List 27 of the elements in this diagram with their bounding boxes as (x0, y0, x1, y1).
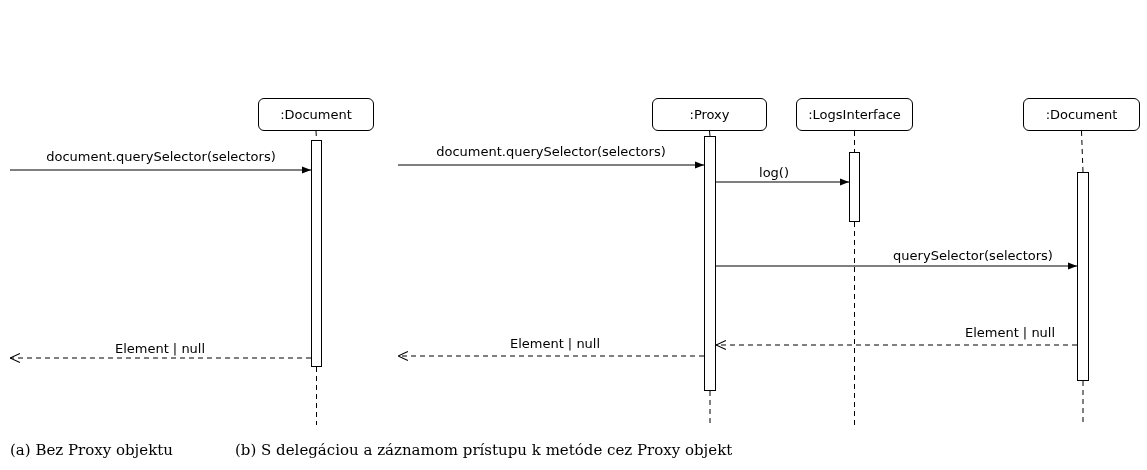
message-arrow (9, 166, 312, 174)
lifeline-header: :Document (258, 98, 374, 131)
message-arrow (715, 262, 1078, 270)
lifeline-header: :Proxy (652, 98, 767, 131)
lifeline (709, 130, 711, 137)
activation-bar (1077, 172, 1089, 381)
lifeline (854, 130, 855, 153)
message-label: querySelector(selectors) (893, 248, 1053, 263)
lifeline-header: :LogsInterface (796, 98, 913, 131)
lifeline-header: :Document (1023, 98, 1140, 131)
message-label: Element | null (964, 325, 1056, 340)
figure-caption: (b) S delegáciou a záznamom prístupu k metóde cez Proxy objekt (235, 441, 733, 459)
message-label: Element | null (114, 341, 206, 356)
figure-caption: (a) Bez Proxy objektu (10, 441, 173, 459)
message-label: document.querySelector(selectors) (436, 144, 666, 159)
return-message-arrow (9, 353, 312, 363)
message-arrow (715, 178, 850, 186)
activation-bar (311, 140, 322, 367)
activation-bar (849, 152, 860, 222)
lifeline (1081, 130, 1084, 173)
message-label: document.querySelector(selectors) (46, 149, 276, 164)
return-message-arrow (397, 351, 705, 361)
message-label: Element | null (509, 336, 601, 351)
activation-bar (704, 136, 716, 391)
message-arrow (397, 161, 705, 169)
return-message-arrow (715, 340, 1078, 350)
message-label: log() (759, 165, 789, 180)
